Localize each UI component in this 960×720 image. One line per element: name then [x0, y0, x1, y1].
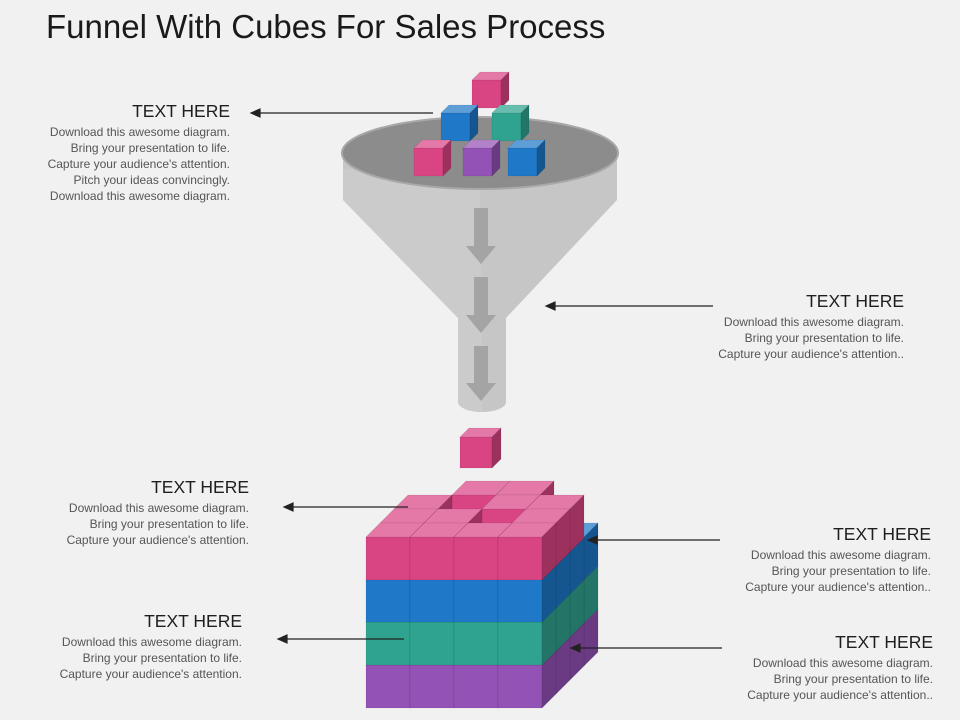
callout-heading: TEXT HERE — [806, 291, 904, 311]
cube — [413, 139, 452, 177]
callout-line: Bring your presentation to life. — [70, 141, 230, 155]
down-arrow-icon — [466, 346, 496, 401]
callout-1: TEXT HERE Download this awesome diagram.… — [48, 101, 230, 204]
callout-line: Download this awesome diagram. — [49, 125, 230, 139]
callout-4: TEXT HERE Download this awesome diagram.… — [745, 524, 931, 595]
page-title: Funnel With Cubes For Sales Process — [46, 8, 606, 45]
cube — [462, 139, 501, 177]
callout-heading: TEXT HERE — [835, 632, 933, 652]
callout-heading: TEXT HERE — [132, 101, 230, 121]
down-arrows — [466, 208, 496, 401]
callout-line: Capture your audience's attention. — [59, 667, 242, 681]
cube — [507, 139, 546, 177]
callout-line: Capture your audience's attention.. — [747, 688, 933, 702]
callout-line: Bring your presentation to life. — [82, 651, 242, 665]
cubes — [365, 71, 599, 709]
callout-line: Download this awesome diagram. — [723, 315, 904, 329]
callout-line: Pitch your ideas convincingly. — [73, 173, 230, 187]
down-arrow-icon — [466, 277, 496, 333]
callout-2: TEXT HERE Download this awesome diagram.… — [718, 291, 904, 362]
callout-arrows — [249, 108, 722, 653]
cube — [471, 71, 510, 109]
callout-line: Capture your audience's attention.. — [745, 580, 931, 594]
cube — [459, 427, 502, 469]
callout-heading: TEXT HERE — [151, 477, 249, 497]
cube — [440, 104, 479, 142]
callout-3: TEXT HERE Download this awesome diagram.… — [67, 477, 249, 548]
callout-heading: TEXT HERE — [144, 611, 242, 631]
down-arrow-icon — [466, 208, 496, 264]
callout-line: Download this awesome diagram. — [61, 635, 242, 649]
callout-line: Download this awesome diagram. — [752, 656, 933, 670]
callout-heading: TEXT HERE — [833, 524, 931, 544]
callout-line: Bring your presentation to life. — [771, 564, 931, 578]
callout-5: TEXT HERE Download this awesome diagram.… — [60, 611, 242, 682]
callout-line: Capture your audience's attention. — [47, 157, 230, 171]
callout-line: Capture your audience's attention.. — [718, 347, 904, 361]
callout-line: Download this awesome diagram. — [68, 501, 249, 515]
cube — [491, 104, 530, 142]
callout-6: TEXT HERE Download this awesome diagram.… — [747, 632, 933, 703]
callout-line: Bring your presentation to life. — [744, 331, 904, 345]
callout-line: Capture your audience's attention. — [66, 533, 249, 547]
callout-line: Bring your presentation to life. — [773, 672, 933, 686]
callout-line: Download this awesome diagram. — [750, 548, 931, 562]
cube — [497, 522, 557, 581]
callout-line: Bring your presentation to life. — [89, 517, 249, 531]
callout-line: Download this awesome diagram. — [49, 189, 230, 203]
